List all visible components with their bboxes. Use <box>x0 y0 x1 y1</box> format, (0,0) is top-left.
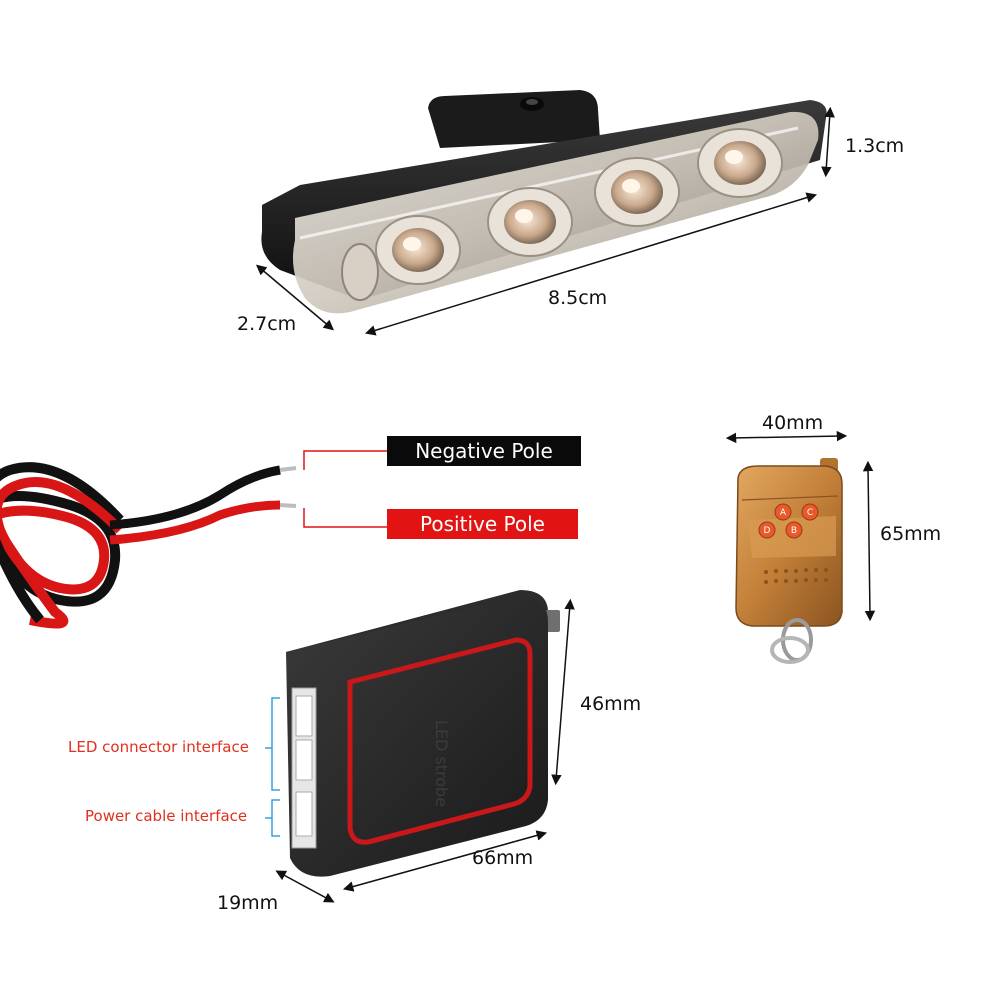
led-light-bar <box>261 90 827 314</box>
dimension-line <box>725 430 848 444</box>
dimension-line <box>342 830 548 892</box>
bar-height-label: 1.3cm <box>845 135 905 157</box>
remote-button-a: A <box>780 508 787 518</box>
dimension-line <box>255 264 335 331</box>
controller-height-label: 46mm <box>580 693 642 715</box>
bar-length-label: 8.5cm <box>548 287 608 309</box>
controller-box <box>286 590 560 877</box>
bar-depth-label: 2.7cm <box>237 313 297 335</box>
power-cable-interface-label: Power cable interface <box>85 807 248 825</box>
led-lens <box>375 215 461 285</box>
dimension-line <box>821 106 835 178</box>
leader-line <box>303 450 387 470</box>
negative-pole-label: Negative Pole <box>387 436 581 466</box>
remote-height-label: 65mm <box>880 523 942 545</box>
led-lens <box>487 187 573 257</box>
led-lens <box>594 157 680 227</box>
led-lens <box>697 128 783 198</box>
dimension-line <box>364 192 818 336</box>
power-wires <box>0 462 297 629</box>
positive-pole-label: Positive Pole <box>387 509 578 539</box>
dimension-line <box>551 598 575 786</box>
remote-control <box>735 458 843 664</box>
dimension-line <box>275 870 335 903</box>
interface-bracket <box>271 799 280 837</box>
remote-button-d: D <box>764 526 771 536</box>
dimension-line <box>862 460 876 622</box>
leader-line <box>303 508 387 528</box>
remote-button-c: C <box>807 508 813 518</box>
interface-bracket <box>271 697 280 791</box>
led-connector-interface-label: LED connector interface <box>68 738 249 756</box>
remote-width-label: 40mm <box>762 412 824 434</box>
controller-box-label: LED strobe <box>432 720 451 807</box>
controller-depth-label: 19mm <box>217 892 279 914</box>
remote-button-b: B <box>791 526 797 536</box>
controller-length-label: 66mm <box>472 847 534 869</box>
